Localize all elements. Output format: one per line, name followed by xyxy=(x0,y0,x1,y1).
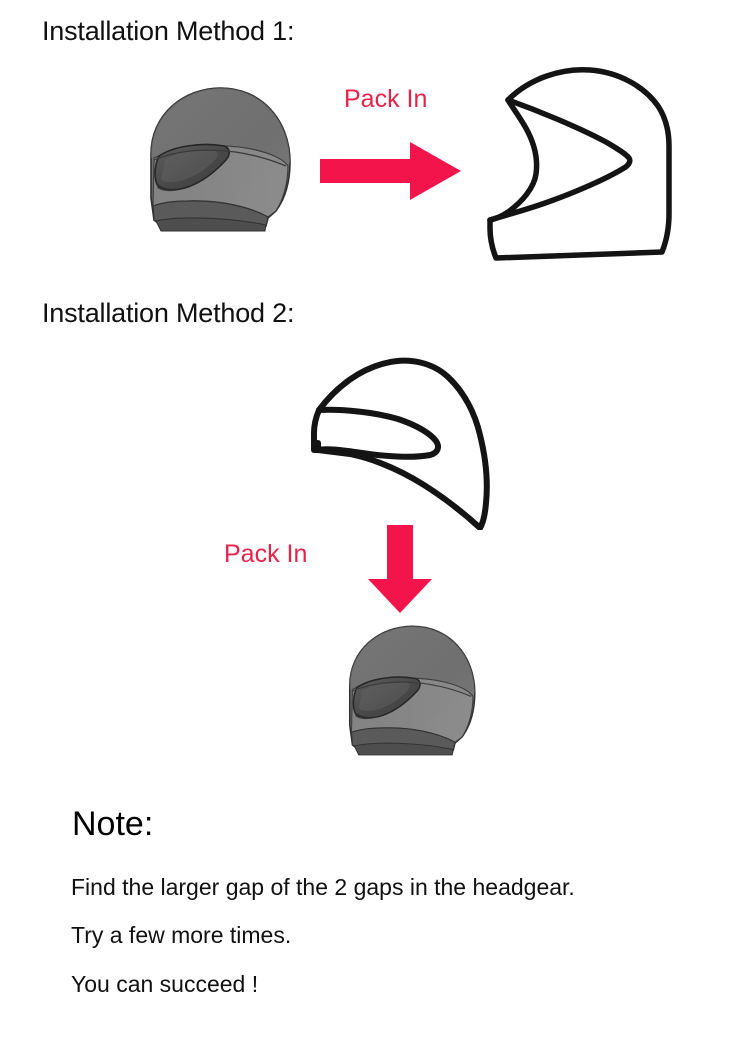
note-title: Note: xyxy=(72,805,154,843)
arrow-down-icon xyxy=(366,523,434,615)
arrow-right-icon xyxy=(318,140,463,202)
pack-in-label-1: Pack In xyxy=(344,85,428,113)
note-line-3: You can succeed ! xyxy=(71,971,259,997)
motorcycle-helmet-illustration-2 xyxy=(320,618,500,764)
motorcycle-helmet-illustration-1 xyxy=(118,80,318,240)
headgear-cover-outline-2 xyxy=(288,355,513,530)
pack-in-label-2: Pack In xyxy=(224,540,308,568)
headgear-cover-outline-1 xyxy=(466,62,696,267)
note-line-1: Find the larger gap of the 2 gaps in the… xyxy=(71,874,575,900)
method-2-heading: Installation Method 2: xyxy=(42,298,295,328)
note-line-2: Try a few more times. xyxy=(71,922,292,948)
method-1-heading: Installation Method 1: xyxy=(42,16,295,46)
